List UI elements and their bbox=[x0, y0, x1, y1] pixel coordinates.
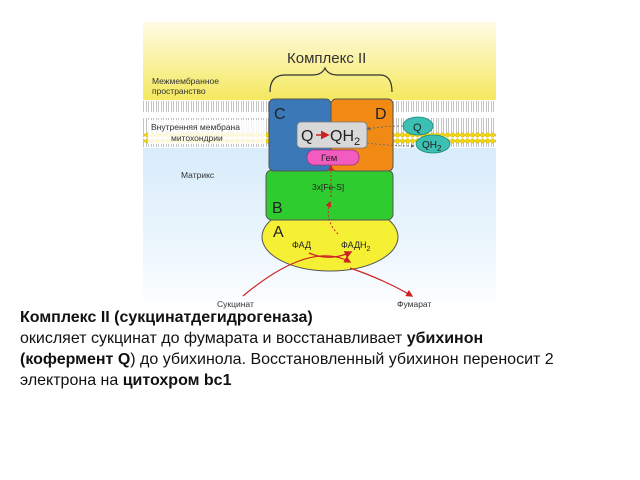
complex-brace bbox=[269, 66, 393, 93]
q-site-box bbox=[296, 121, 368, 149]
succinate-oxidation-arrow bbox=[242, 255, 352, 297]
qh2-inside: QH2 bbox=[330, 128, 360, 148]
heme-label: Гем bbox=[321, 153, 337, 164]
complex-title: Комплекс II bbox=[287, 50, 366, 67]
succinate-label: Сукцинат bbox=[217, 299, 254, 309]
fumarate-label: Фумарат bbox=[397, 299, 431, 309]
fadh2: ФАДН2 bbox=[341, 240, 371, 253]
fumarate-release-arrow bbox=[349, 267, 414, 297]
qh2-outside: QH2 bbox=[422, 140, 442, 153]
subunit-b bbox=[265, 169, 394, 221]
intermembrane-label: Межмембранное bbox=[152, 76, 219, 86]
caption-line-3: (кофермент Q) до убихинола. Восстановлен… bbox=[20, 351, 554, 368]
qh2-outside-bubble bbox=[415, 134, 451, 154]
q-entry-arrow bbox=[366, 125, 404, 131]
caption-line-4: электрона на цитохром bc1 bbox=[20, 372, 232, 389]
intermembrane-space bbox=[143, 22, 496, 102]
subunit-a-label: A bbox=[273, 224, 284, 241]
fe-s-cluster: 3x[Fe-S] bbox=[312, 182, 344, 192]
inner-membrane-label: Внутренняя мембрана bbox=[151, 122, 240, 132]
q-outside: Q bbox=[413, 122, 422, 134]
fad: ФАД bbox=[292, 240, 311, 250]
caption: Комплекс II (сукцинатдегидрогеназа) окис… bbox=[20, 307, 630, 391]
subunit-d-label: D bbox=[375, 106, 387, 123]
complex-ii-diagram: Комплекс II Межмембранное пространство В… bbox=[143, 22, 496, 313]
subunit-c-label: C bbox=[274, 106, 286, 123]
inner-membrane-label-2: митохондрии bbox=[171, 133, 223, 143]
caption-line-2: окисляет сукцинат до фумарата и восстана… bbox=[20, 330, 484, 347]
q-inside: Q bbox=[301, 128, 313, 145]
intermembrane-label-2: пространство bbox=[152, 86, 206, 96]
electron-path-fadh2-to-fe-s bbox=[325, 200, 339, 235]
matrix-label: Матрикс bbox=[181, 170, 215, 180]
caption-title: Комплекс II (сукцинатдегидрогеназа) bbox=[20, 309, 313, 326]
inner-membrane-label-bg bbox=[148, 120, 266, 144]
subunit-b-label: B bbox=[272, 200, 283, 217]
fad-reduction-arrow bbox=[308, 251, 353, 259]
